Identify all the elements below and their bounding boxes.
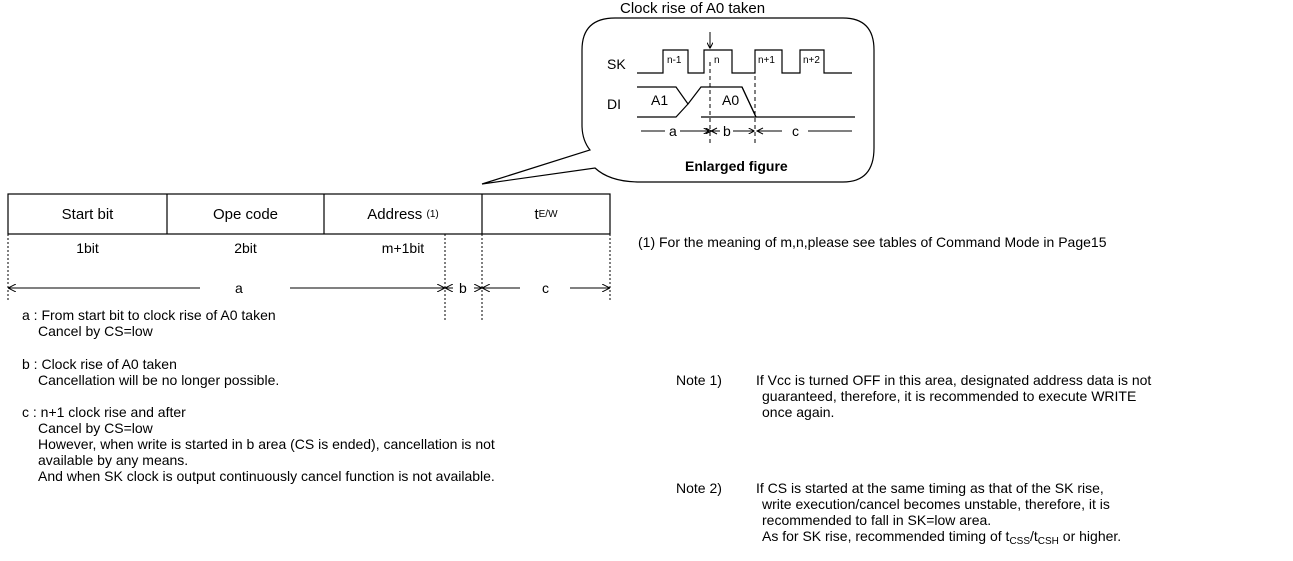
di-label: DI bbox=[607, 96, 621, 112]
note-2-line2: write execution/cancel becomes unstable,… bbox=[762, 496, 1110, 512]
definition-c: c : n+1 clock rise and after Cancel by C… bbox=[22, 404, 495, 484]
definition-a-line1: Cancel by CS=low bbox=[38, 323, 153, 339]
definition-b-title: b : Clock rise of A0 taken bbox=[22, 356, 177, 372]
bits-ope: 2bit bbox=[234, 240, 257, 256]
note-2-sub-csh: CSH bbox=[1037, 536, 1059, 547]
note-2-line1: If CS is started at the same timing as t… bbox=[756, 480, 1104, 496]
note-1-body: If Vcc is turned OFF in this area, desig… bbox=[756, 372, 1293, 420]
pulse-label-n+2: n+2 bbox=[803, 55, 820, 66]
pulse-label-n-1: n-1 bbox=[667, 55, 682, 66]
definition-c-line4: And when SK clock is output continuously… bbox=[38, 468, 495, 484]
note-2-line4-post: or higher. bbox=[1058, 528, 1122, 544]
dotted-guides bbox=[7, 234, 611, 320]
note-1-line3: once again. bbox=[762, 404, 835, 420]
col-ope-code: Ope code bbox=[212, 205, 279, 223]
bubble-seg-c: c bbox=[792, 123, 799, 139]
arrow-label-b: b bbox=[459, 280, 467, 296]
definition-c-line2: However, when write is started in b area… bbox=[38, 436, 495, 452]
definition-a: a : From start bit to clock rise of A0 t… bbox=[22, 307, 276, 339]
bubble-seg-b: b bbox=[723, 123, 731, 139]
note-2-line4: As for SK rise, recommended timing of tC… bbox=[756, 528, 1293, 550]
note-2-body: If CS is started at the same timing as t… bbox=[756, 480, 1293, 550]
pulse-label-n: n bbox=[714, 55, 720, 66]
definition-c-line3: available by any means. bbox=[38, 452, 189, 468]
col-twe-label: t bbox=[534, 205, 539, 223]
bubble-seg-a: a bbox=[669, 123, 677, 139]
note-1-label: Note 1) bbox=[676, 372, 722, 388]
arrow-label-a: a bbox=[235, 280, 243, 296]
command-table-frame bbox=[7, 193, 611, 235]
di-a0-label: A0 bbox=[722, 92, 740, 108]
pulse-label-n+1: n+1 bbox=[758, 55, 775, 66]
footnote: (1) For the meaning of m,n,please see ta… bbox=[638, 234, 1107, 250]
note-2-line4-pre: As for SK rise, recommended timing of t bbox=[762, 528, 1010, 544]
note-1-line2: guaranteed, therefore, it is recommended… bbox=[762, 388, 1137, 404]
enlarged-bubble bbox=[481, 17, 875, 185]
bits-start: 1bit bbox=[76, 240, 99, 256]
definition-b: b : Clock rise of A0 taken Cancellation … bbox=[22, 356, 279, 388]
arrow-label-c: c bbox=[542, 280, 549, 296]
address-footnote-mark: (1) bbox=[426, 208, 439, 220]
note-1-line1: If Vcc is turned OFF in this area, desig… bbox=[756, 372, 1152, 388]
definition-c-title: c : n+1 clock rise and after bbox=[22, 404, 186, 420]
bits-address: m+1bit bbox=[381, 240, 425, 256]
col-address-label: Address bbox=[367, 205, 423, 223]
note-2-line3: recommended to fall in SK=low area. bbox=[762, 512, 992, 528]
col-address: Address (1) bbox=[324, 194, 482, 234]
note-2-line4-mid: /t bbox=[1030, 528, 1038, 544]
di-waveform bbox=[637, 86, 855, 118]
bubble-segment-arrows bbox=[641, 127, 852, 135]
col-twe-sub: E/W bbox=[538, 208, 558, 220]
definition-a-title: a : From start bit to clock rise of A0 t… bbox=[22, 307, 276, 323]
sk-label: SK bbox=[607, 56, 626, 72]
note-2-label: Note 2) bbox=[676, 480, 722, 496]
note-2-sub-css: CSS bbox=[1009, 536, 1030, 547]
definition-b-line1: Cancellation will be no longer possible. bbox=[38, 372, 280, 388]
enlarged-figure-label: Enlarged figure bbox=[685, 158, 788, 174]
definition-c-line1: Cancel by CS=low bbox=[38, 420, 153, 436]
col-start-bit: Start bit bbox=[61, 205, 114, 223]
di-a1-label: A1 bbox=[651, 92, 669, 108]
sk-waveform bbox=[637, 49, 852, 74]
bubble-caption: Clock rise of A0 taken bbox=[620, 0, 766, 17]
